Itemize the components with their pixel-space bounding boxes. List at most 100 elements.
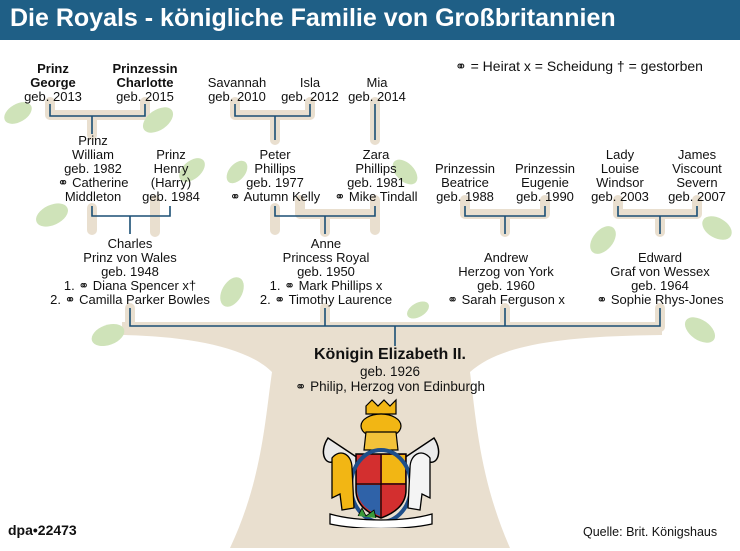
person-name-line: Savannah [207,75,267,90]
person-spouse-line: Middleton [64,189,122,204]
person-name-line: Viscount [672,161,722,176]
person-spouse-line: ⚭ Philip, Herzog von Edinburgh [295,379,485,394]
person-spouse-line: 1. ⚭ Diana Spencer x† [63,278,197,293]
person-name-line: Louise [600,161,640,176]
person-born-line: geb. 2012 [281,89,339,104]
person-name-line: George [30,75,76,90]
person-name-line: Prinzessin [435,161,495,176]
person-name-line: Isla [299,75,321,90]
person-name-line: Henry [153,161,189,176]
person-name-line: William [72,147,114,162]
legend: ⚭ = Heirat x = Scheidung † = gestorben [455,58,703,74]
person-name-line: Eugenie [521,175,569,190]
person-name-line: Prinz [78,133,108,148]
person-born-line: geb. 1990 [516,189,574,204]
person-born-line: geb. 1981 [347,175,405,190]
person-name-line: Prinzessin [112,61,178,76]
title-bar: Die Royals - königliche Familie von Groß… [0,0,740,40]
person-born-line: geb. 1926 [359,364,421,379]
person-name-line: Anne [310,236,342,251]
source-credit: Quelle: Brit. Königshaus [583,525,718,539]
person-name-line: Königin Elizabeth II. [313,346,466,363]
person-name-line: Prinzessin [515,161,575,176]
person-born-line: geb. 1948 [101,264,159,279]
royal-coat-of-arms-icon [322,398,440,528]
leaf [4,102,32,124]
person-name-line: Phillips [355,161,397,176]
person-spouse-line: ⚭ Autumn Kelly [229,189,321,204]
page-title: Die Royals - königliche Familie von Groß… [10,4,616,32]
person-name-line: Andrew [483,250,529,265]
leaf [36,203,68,227]
person-born-line: geb. 2014 [348,89,406,104]
person-spouse-line: 2. ⚭ Camilla Parker Bowles [50,292,210,307]
person-name-line: Herzog von York [458,264,554,279]
person-born-line: geb. 2010 [208,89,266,104]
relationship-lines [49,104,698,346]
person-name-line: Edward [637,250,683,265]
person-spouse-line: ⚭ Sophie Rhys-Jones [596,292,724,307]
leaf [407,301,429,319]
agency-credit: dpa•22473 [8,522,77,538]
person-born-line: geb. 2007 [668,189,726,204]
person-name-line: Charles [107,236,153,251]
person-name-line: Charlotte [116,75,174,90]
leaf [142,107,174,133]
person-name-line: Beatrice [441,175,489,190]
person-born-line: geb. 2013 [24,89,82,104]
person-name-line: Lady [605,147,635,162]
person-spouse-line: ⚭ Catherine [57,175,129,190]
person-spouse-line: 2. ⚭ Timothy Laurence [259,292,393,307]
person-name-line: James [677,147,717,162]
person-name-line: (Harry) [150,175,192,190]
person-born-line: geb. 2003 [591,189,649,204]
leaf [702,216,732,240]
person-name-line: Phillips [254,161,296,176]
person-name-line: Mia [366,75,388,90]
tree-crown-base [122,322,662,372]
person-name-line: Severn [676,175,718,190]
person-born-line: geb. 2015 [116,89,174,104]
leaf [179,158,205,182]
person-born-line: geb. 1960 [477,278,535,293]
person-name-line: Zara [362,147,390,162]
leaf [91,323,125,347]
leaf [226,160,248,184]
leaf [220,277,244,307]
person-name-line: Prinz [37,61,69,76]
person-name-line: Prinz von Wales [83,250,177,265]
person-name-line: Princess Royal [282,250,370,265]
person-born-line: geb. 1977 [246,175,304,190]
person-spouse-line: 1. ⚭ Mark Phillips x [269,278,383,293]
person-born-line: geb. 1984 [142,189,200,204]
person-born-line: geb. 1982 [64,161,122,176]
person-name-line: Prinz [156,147,186,162]
person-born-line: geb. 1964 [631,278,689,293]
leaf [590,226,616,254]
person-name-line: Windsor [596,175,644,190]
leaf [684,317,716,343]
person-born-line: geb. 1988 [436,189,494,204]
leaf [392,159,418,185]
person-born-line: geb. 1950 [297,264,355,279]
person-spouse-line: ⚭ Sarah Ferguson x [447,292,565,307]
